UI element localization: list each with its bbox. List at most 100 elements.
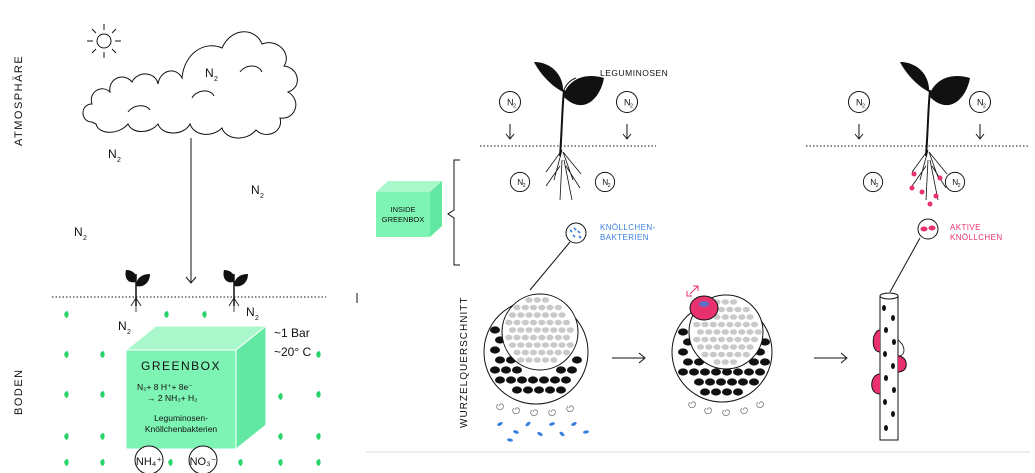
- cortex-cell: [562, 334, 571, 341]
- outer-cell: [722, 388, 732, 396]
- n2-bubble-sky-4: [969, 91, 991, 113]
- cortex-cell: [525, 327, 533, 333]
- cortex-cell: [721, 344, 729, 350]
- cortex-cell: [550, 357, 558, 363]
- cortex-cell: [750, 321, 759, 328]
- n2-bubble-sky-1: [499, 91, 521, 113]
- right-arrow-icon-2: [814, 352, 848, 364]
- down-arrow-icon: [185, 138, 197, 284]
- cortex-cell: [746, 344, 754, 350]
- n2-label-cloud: N 2: [205, 66, 218, 83]
- cortex-cell: [717, 321, 726, 328]
- cortex-cell: [701, 351, 709, 358]
- small-plant-left: [125, 270, 150, 312]
- outer-cell: [495, 376, 505, 384]
- cortex-cell: [517, 342, 525, 348]
- cortex-cell: [717, 306, 726, 313]
- cortex-cell: [742, 336, 750, 343]
- cortex-cell: [533, 312, 541, 318]
- cortex-cell: [729, 299, 738, 305]
- right-arrow-icon-1: [612, 352, 646, 364]
- outer-cell: [556, 386, 566, 394]
- cortex-cell: [734, 321, 742, 328]
- cortex-cell: [717, 351, 726, 358]
- svg-text:INSIDE: INSIDE: [390, 205, 415, 214]
- outer-cell: [523, 386, 533, 394]
- cortex-cell: [505, 334, 513, 341]
- n2-bubble-soil-3: [862, 171, 884, 193]
- root-stem-with-nodules: [871, 292, 907, 441]
- nitrate-bubble: NO₃⁻: [188, 445, 218, 473]
- cortex-cell: [562, 349, 571, 356]
- cortex-cell: [521, 304, 529, 311]
- cortex-cell: [729, 359, 738, 365]
- cortex-cell: [726, 351, 734, 358]
- cortex-cell: [529, 334, 538, 341]
- cortex-cell: [738, 329, 746, 335]
- cortex-cell: [713, 329, 721, 335]
- cortex-cell: [734, 306, 742, 313]
- outer-cell: [556, 366, 566, 374]
- outer-cell: [711, 388, 721, 396]
- svg-text:N: N: [246, 305, 255, 319]
- n2-bubble-sky-2: [616, 91, 638, 113]
- svg-text:2: 2: [127, 329, 131, 336]
- cortex-cell: [554, 349, 562, 356]
- cortex-cell: [742, 351, 750, 358]
- cortex-cell: [508, 342, 517, 348]
- outer-cell: [700, 368, 710, 376]
- sun-icon: [87, 24, 121, 58]
- cortex-cell: [538, 304, 546, 311]
- cortex-cell: [513, 304, 521, 311]
- greenbox-bacteria-1: Leguminosen-: [154, 413, 208, 423]
- cortex-cell: [701, 336, 709, 343]
- root-cross-section-1: [483, 293, 589, 442]
- ammonium-bubble: NH₄⁺: [134, 445, 164, 473]
- outer-cell: [722, 368, 732, 376]
- outer-cell: [501, 366, 511, 374]
- cortex-cell: [693, 321, 701, 328]
- greenbox-equation-1: N₂+ 8 H⁺+ 8e⁻: [137, 382, 193, 392]
- cortex-cell: [541, 342, 550, 348]
- outer-cell: [749, 358, 759, 366]
- bacteria-label-2: BAKTERIEN: [600, 233, 649, 242]
- active-nodule-zoom: [889, 218, 939, 293]
- cortex-cell: [521, 349, 529, 356]
- cortex-cell: [525, 297, 533, 303]
- active-label-2: KNÖLLCHEN: [950, 233, 1003, 242]
- outer-cell: [512, 366, 522, 374]
- cortex-cell: [721, 299, 729, 305]
- bacteria-label-1: KNÖLLCHEN-: [600, 223, 656, 232]
- greenbox-equation-2: → 2 NH₃+ H₂: [147, 393, 197, 403]
- outer-cell: [490, 366, 500, 374]
- soil-label: BODEN: [13, 368, 25, 415]
- cortex-cell: [754, 329, 762, 335]
- legume-plant-1: [534, 62, 604, 201]
- cortex-cell: [525, 357, 533, 363]
- cortex-cell: [517, 327, 525, 333]
- cortex-cell: [701, 321, 709, 328]
- root-cross-section-2: [671, 285, 773, 417]
- cortex-cell: [513, 319, 521, 326]
- cortex-cell: [721, 314, 729, 320]
- cortex-cell: [696, 329, 705, 335]
- cortex-cell: [550, 312, 558, 318]
- n2-bubble-soil-4: [944, 171, 966, 193]
- outer-cell: [678, 348, 688, 356]
- n2-label-air-1: N 2: [108, 147, 121, 164]
- blue-bacteria: [497, 421, 589, 442]
- cortex-cell: [566, 327, 574, 333]
- cortex-cell: [709, 351, 717, 358]
- small-plant-right: [223, 270, 248, 312]
- legume-label: LEGUMINOSEN: [600, 68, 668, 78]
- svg-text:2: 2: [83, 235, 87, 242]
- legume-plant-2: [900, 62, 970, 207]
- outer-cell: [744, 368, 754, 376]
- outer-cell: [700, 388, 710, 396]
- cortex-cell: [538, 334, 546, 341]
- outer-cell: [490, 346, 500, 354]
- cortex-cell: [529, 349, 538, 356]
- cortex-cell: [521, 334, 529, 341]
- soil-bracket: [447, 159, 460, 266]
- cortex-cell: [513, 349, 521, 356]
